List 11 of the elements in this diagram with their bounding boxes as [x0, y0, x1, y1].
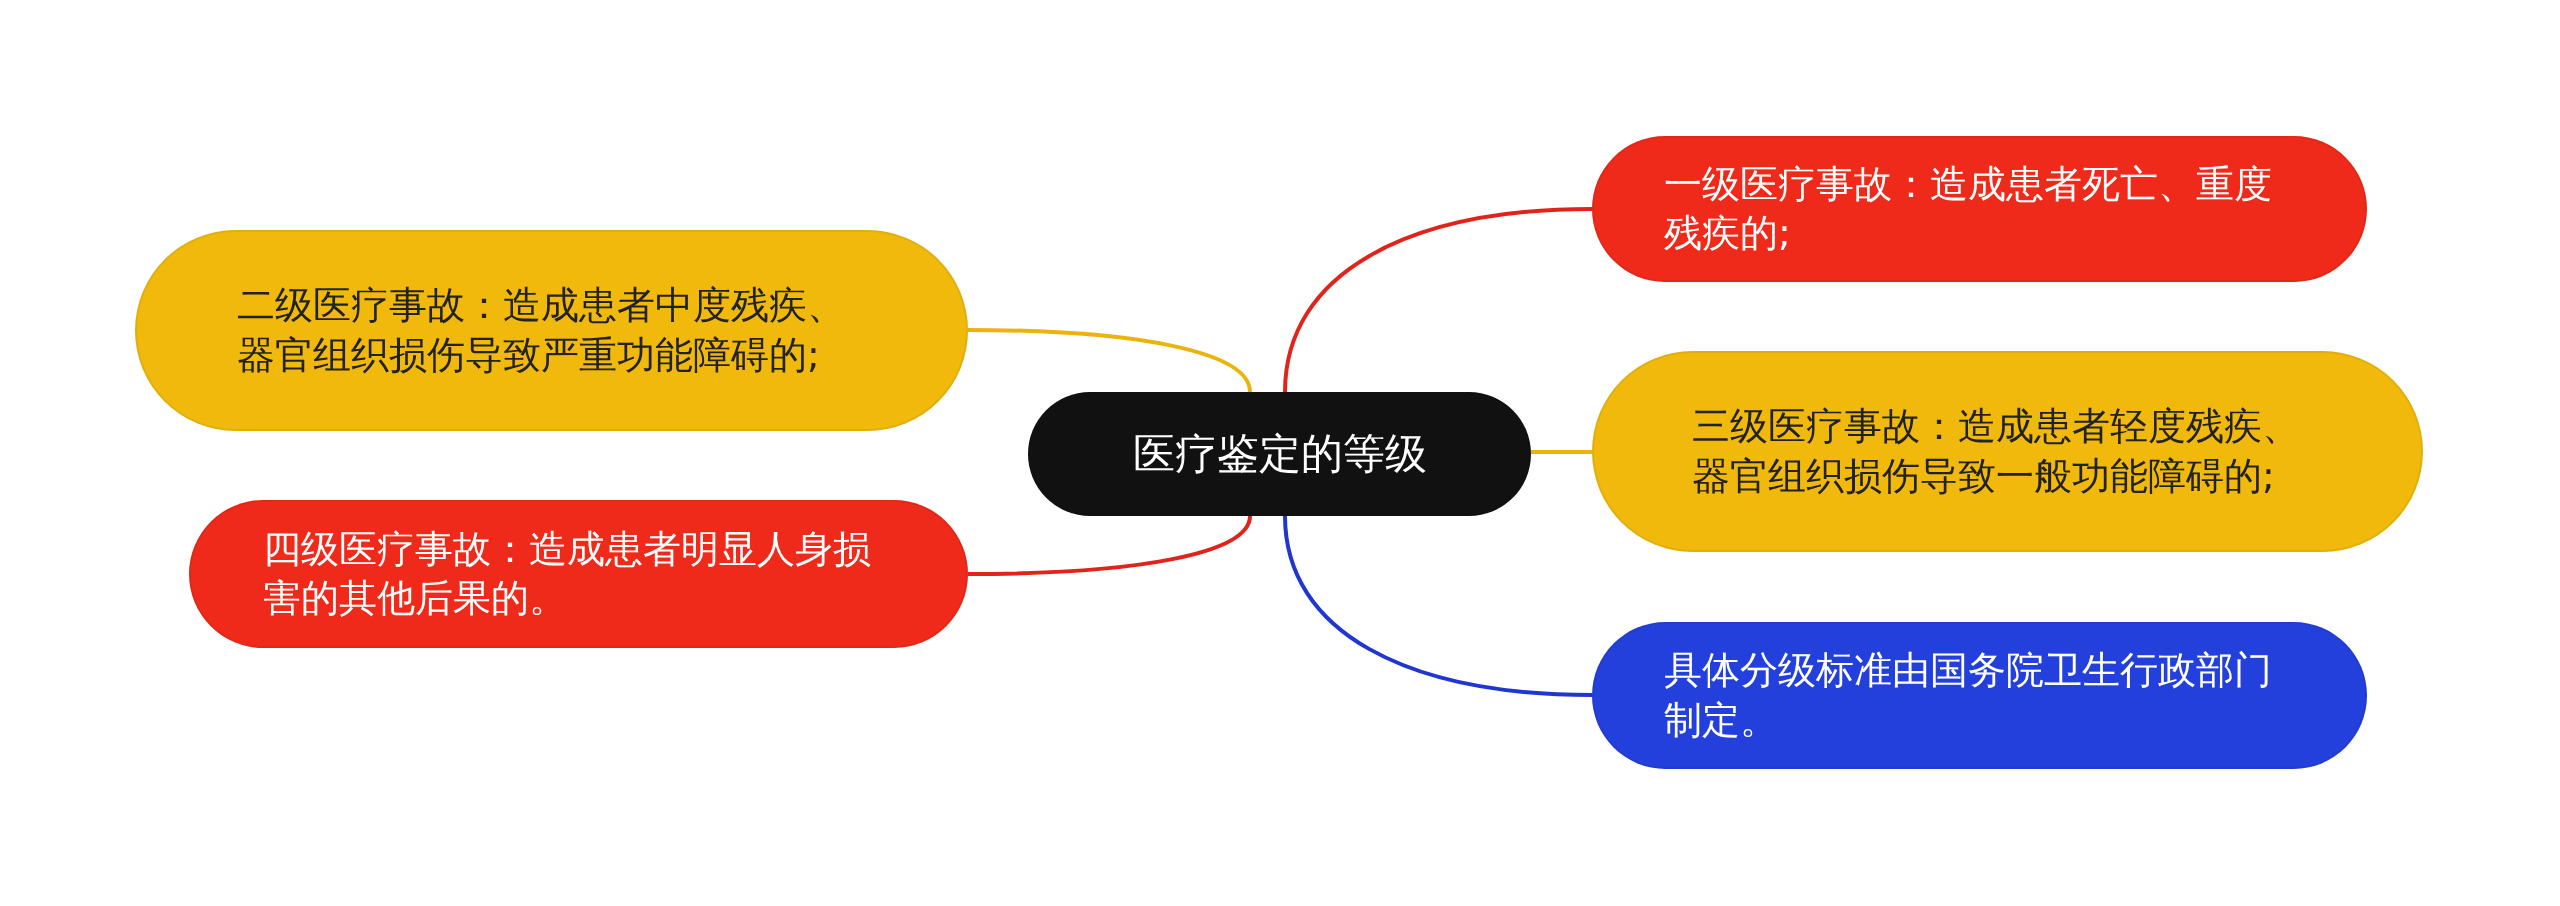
connector-line — [1531, 450, 1592, 454]
connector-line — [1283, 207, 1593, 393]
topic-text: 具体分级标准由国务院卫生行政部门制定。 — [1664, 647, 2273, 744]
topic-text: 一级医疗事故：造成患者死亡、重度残疾的; — [1664, 160, 2273, 257]
topic-text: 四级医疗事故：造成患者明显人身损害的其他后果的。 — [263, 525, 872, 622]
connector-line — [968, 515, 1252, 576]
topic-text: 二级医疗事故：造成患者中度残疾、器官组织损伤导致严重功能障碍的; — [237, 282, 846, 379]
connector-line — [1283, 515, 1593, 697]
connector-line — [968, 328, 1252, 393]
topic-text: 三级医疗事故：造成患者轻度残疾、器官组织损伤导致一般功能障碍的; — [1692, 403, 2301, 500]
topic-title: 医疗鉴定的等级 — [1131, 427, 1428, 480]
